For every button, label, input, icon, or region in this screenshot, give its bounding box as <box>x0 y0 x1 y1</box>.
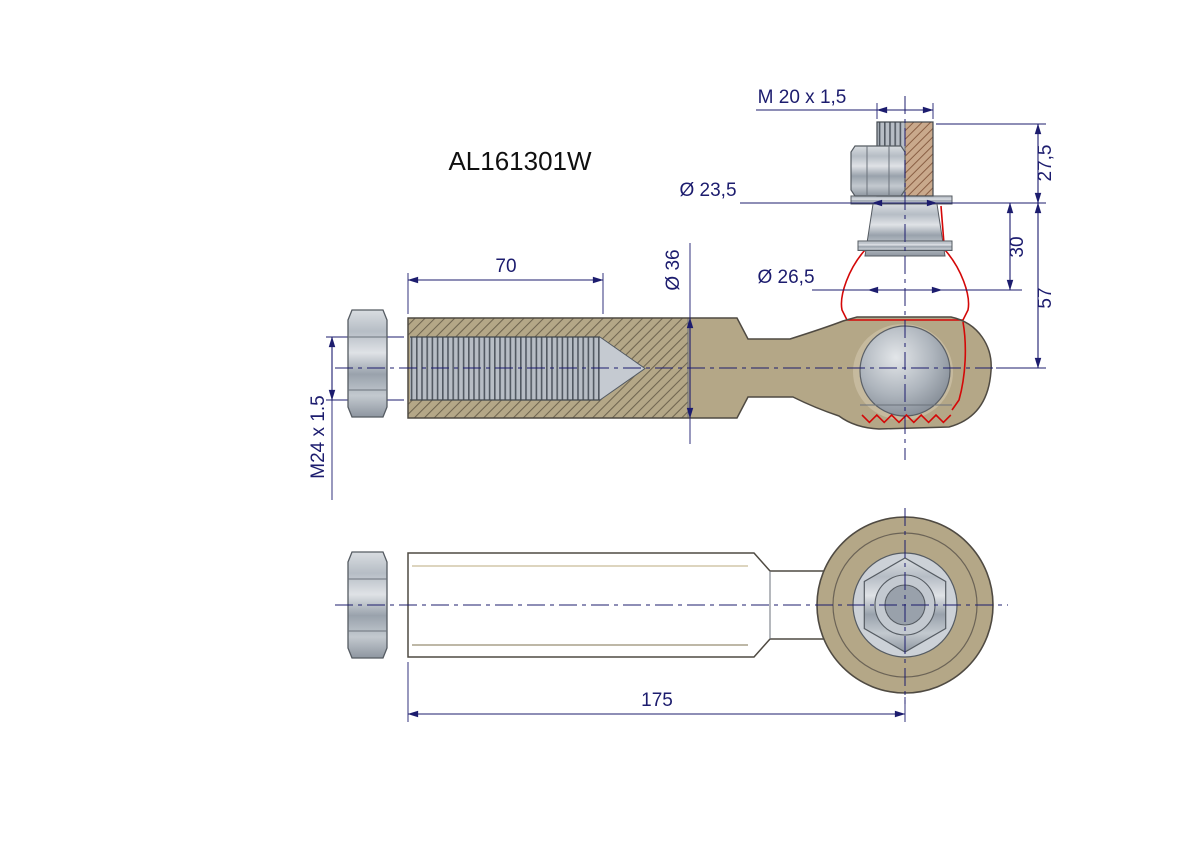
bottom-view: 175 <box>335 508 1008 722</box>
svg-text:M 20 x 1,5: M 20 x 1,5 <box>758 87 847 108</box>
dimensions-top-view: AL161301W 70 Ø 36 M 20 x 1,5 <box>308 87 1056 500</box>
dim-height-27-5: 27,5 <box>936 123 1056 204</box>
dim-diameter-26-5: Ø 26,5 <box>757 267 1022 294</box>
svg-text:Ø 23,5: Ø 23,5 <box>679 180 736 201</box>
dim-diameter-23-5: Ø 23,5 <box>679 180 1046 207</box>
spring-seal-zigzag <box>861 413 952 424</box>
dim-height-30: 30 <box>1006 202 1028 291</box>
ball-stud-ball <box>859 325 951 417</box>
part-number: AL161301W <box>448 146 592 176</box>
svg-text:Ø 36: Ø 36 <box>663 249 684 290</box>
rubber-boot <box>840 249 970 321</box>
top-view-section <box>326 96 1012 460</box>
seal-line-housing <box>951 321 967 411</box>
svg-text:M24 x 1.5: M24 x 1.5 <box>308 395 329 478</box>
svg-text:70: 70 <box>495 256 516 277</box>
svg-text:27,5: 27,5 <box>1035 145 1056 182</box>
dim-length-175: 175 <box>407 662 906 722</box>
stud-nut <box>850 145 906 197</box>
body-outline <box>407 316 992 430</box>
svg-text:30: 30 <box>1007 236 1028 257</box>
dim-thread-m20: M 20 x 1,5 <box>756 87 934 119</box>
section-hatch-top <box>408 318 688 337</box>
dim-height-57: 57 <box>996 202 1056 369</box>
svg-text:57: 57 <box>1035 287 1056 308</box>
dim-diameter-36: Ø 36 <box>663 243 694 444</box>
jam-nut-side <box>347 309 388 418</box>
dim-thread-m24: M24 x 1.5 <box>308 336 336 500</box>
svg-text:175: 175 <box>641 690 673 711</box>
section-hatch-bottom <box>408 400 688 418</box>
dim-length-70: 70 <box>407 256 604 314</box>
seal-line-stud <box>940 205 945 245</box>
svg-text:Ø 26,5: Ø 26,5 <box>757 267 814 288</box>
section-hatch-wedge <box>600 337 688 400</box>
